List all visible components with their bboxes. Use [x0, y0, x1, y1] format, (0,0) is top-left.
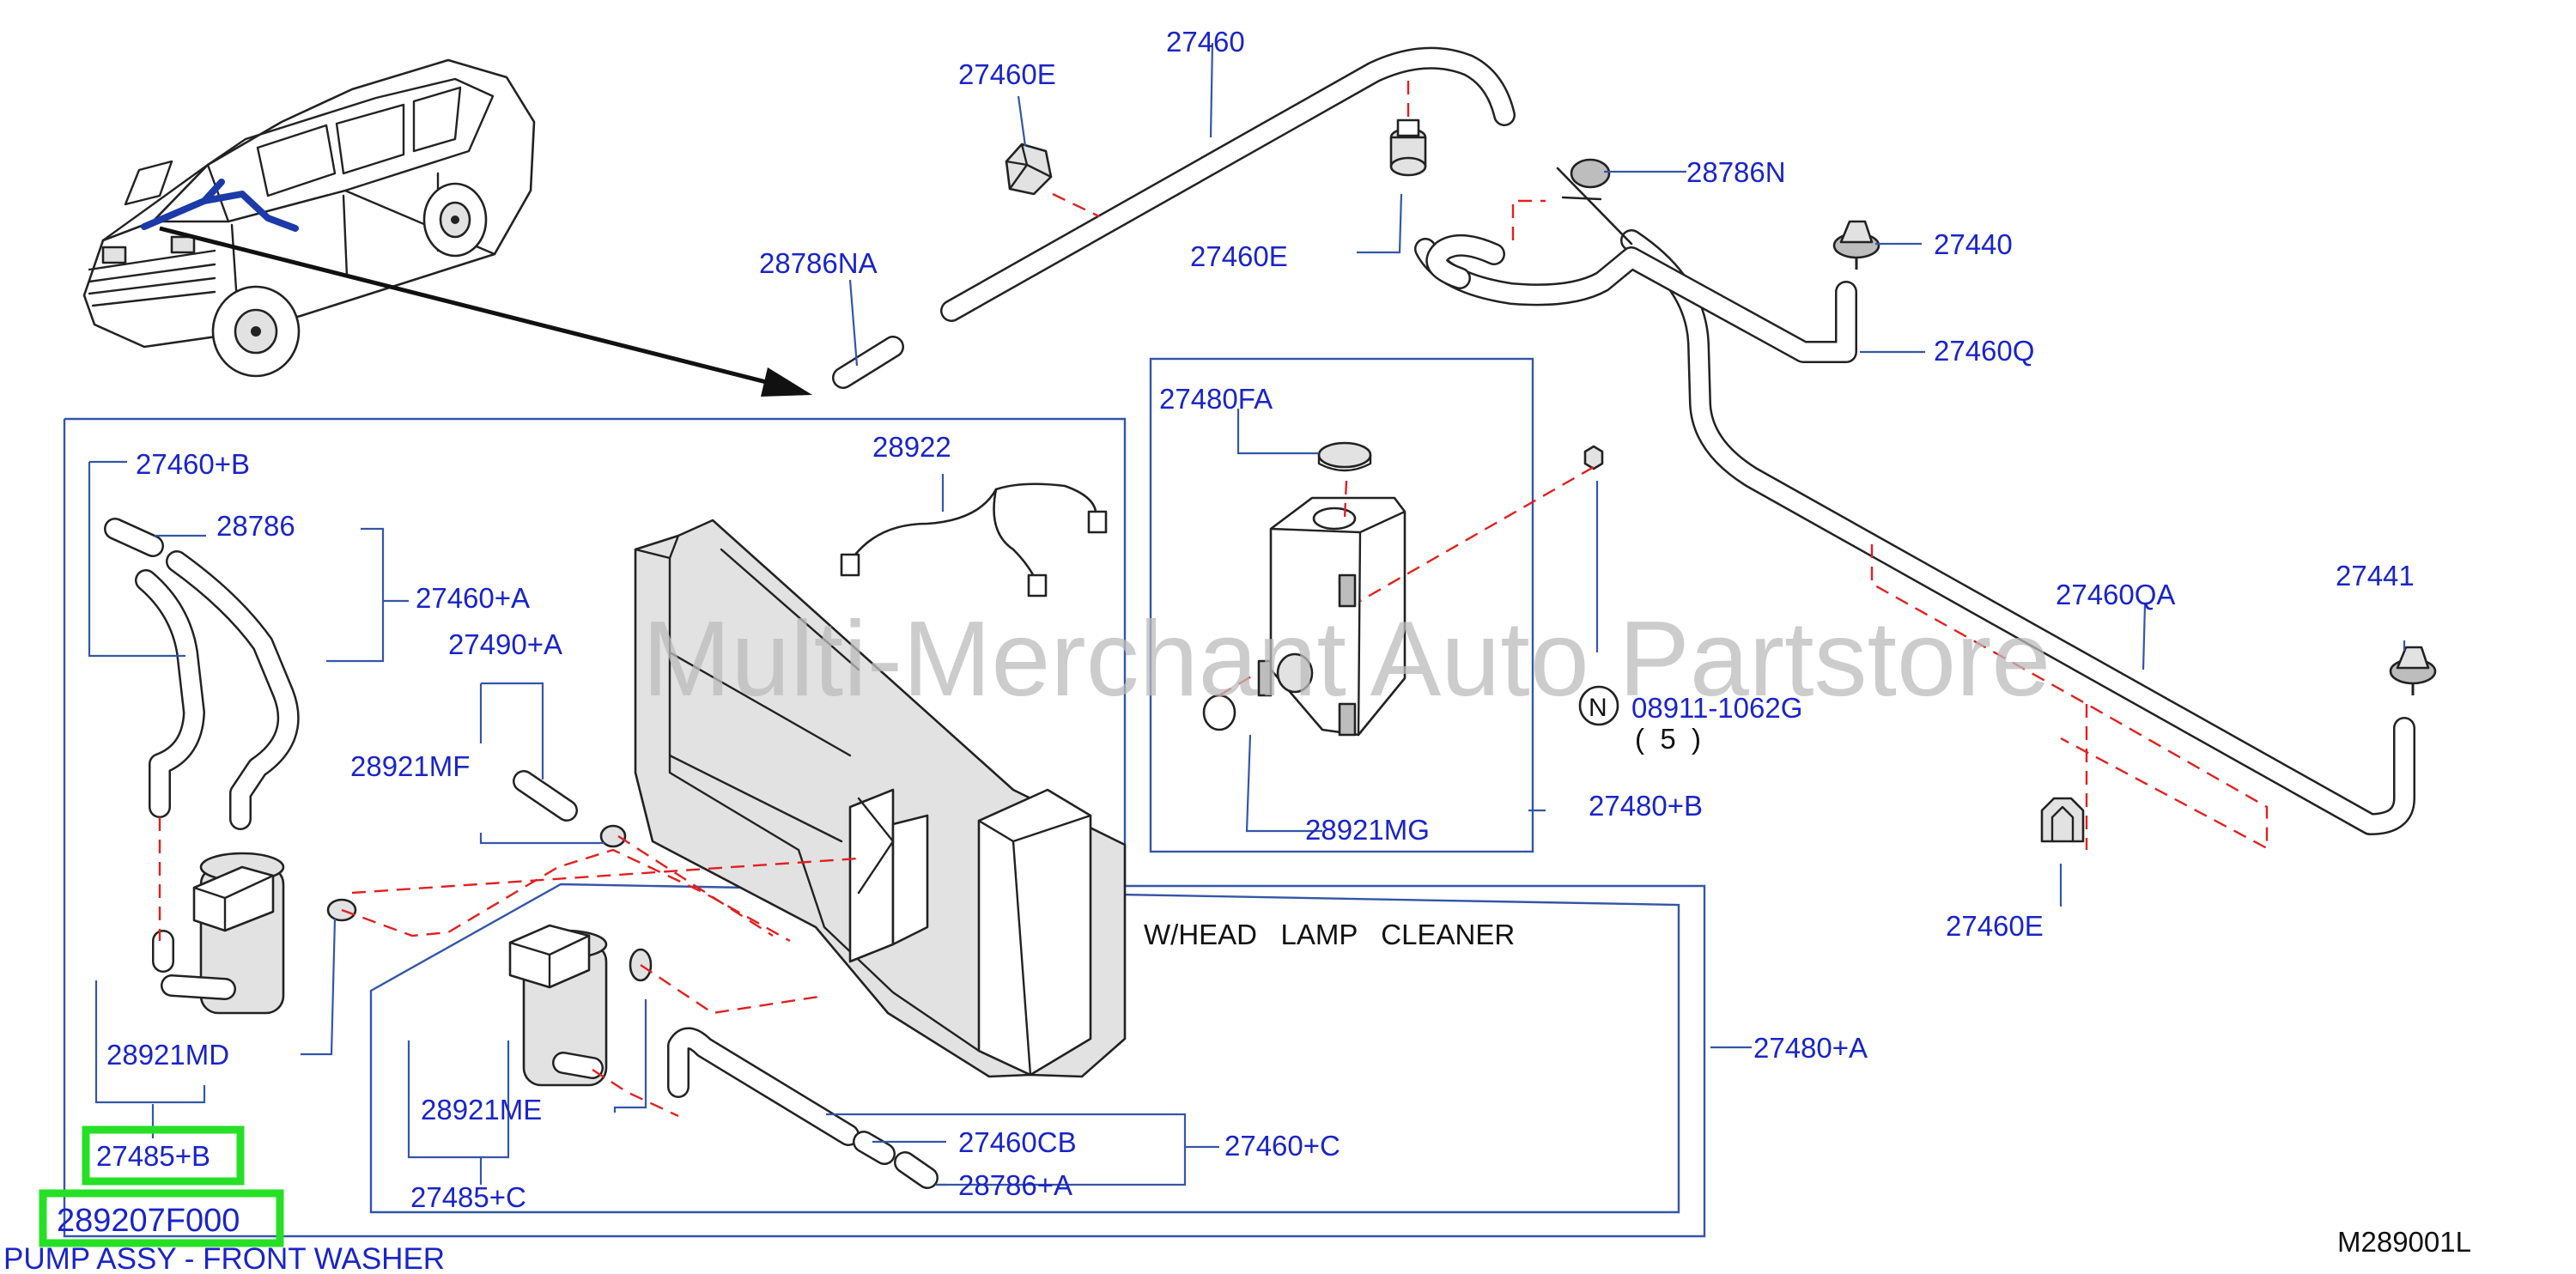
- callout-27441[interactable]: 27441: [2336, 560, 2415, 592]
- callouts: 27460 27460E 28786NA 27460E 28786N 27440…: [106, 26, 2471, 1258]
- upper-hoses: [832, 46, 2415, 835]
- callout-27485b[interactable]: 27485+B: [96, 1140, 210, 1172]
- n-symbol-circle: [1578, 685, 1619, 726]
- callout-27480fa[interactable]: 27480FA: [1159, 383, 1273, 415]
- callout-28921mg[interactable]: 28921MG: [1305, 814, 1430, 846]
- bolt-callout[interactable]: N 08911-1062G ( 5 ): [1578, 685, 1802, 755]
- callout-27490a[interactable]: 27490+A: [448, 628, 562, 660]
- bolt-part-number[interactable]: 08911-1062G: [1631, 692, 1802, 724]
- callout-28921mf[interactable]: 28921MF: [350, 750, 470, 782]
- callout-27460-top[interactable]: 27460: [1166, 26, 1245, 58]
- callout-27460b[interactable]: 27460+B: [136, 448, 250, 480]
- callout-27460a[interactable]: 27460+A: [416, 582, 530, 614]
- headlamp-cleaner-title: W/HEAD LAMP CLEANER: [1144, 919, 1515, 950]
- main-frame: [63, 417, 1706, 1238]
- callout-28786a[interactable]: 28786+A: [958, 1169, 1072, 1201]
- reservoir-inset: [1202, 441, 1604, 737]
- callout-27480b[interactable]: 27480+B: [1589, 790, 1703, 822]
- pump-front-washer: [152, 852, 357, 1015]
- callout-27460qa[interactable]: 27460QA: [2056, 579, 2175, 610]
- callout-28921me[interactable]: 28921ME: [421, 1094, 542, 1125]
- callout-27480a[interactable]: 27480+A: [1753, 1032, 1868, 1064]
- reservoir-inset-frame: [1149, 357, 1534, 853]
- highlighted-part-description: PUMP ASSY - FRONT WASHER: [3, 1242, 445, 1274]
- callout-27440[interactable]: 27440: [1934, 228, 2013, 260]
- watermark: Multi-Merchant Auto Partstore: [642, 600, 2050, 719]
- highlight-group: 27485+B 289207F000 PUMP ASSY - FRONT WAS…: [3, 1125, 445, 1274]
- vehicle-illustration: [82, 58, 536, 378]
- vehicle-body: [82, 58, 536, 349]
- washer-tank: [634, 519, 1127, 1078]
- highlight-box-part-number: [39, 1189, 284, 1247]
- callout-27460cb[interactable]: 27460CB: [958, 1126, 1077, 1158]
- left-hoses: [104, 518, 300, 830]
- assembly-lines: [158, 72, 2269, 1118]
- clips: [1005, 118, 2437, 843]
- callout-28786[interactable]: 28786: [216, 510, 295, 542]
- connector-28786n: [1570, 158, 1611, 189]
- callout-27460e-mid[interactable]: 27460E: [1190, 240, 1288, 272]
- small-parts: [513, 770, 627, 848]
- callout-28786na[interactable]: 28786NA: [759, 247, 878, 279]
- callout-27460e-low[interactable]: 27460E: [1946, 910, 2044, 942]
- diagram-code: M289001L: [2337, 1226, 2471, 1258]
- highlight-box-callout: [82, 1125, 245, 1186]
- callout-27460q[interactable]: 27460Q: [1934, 335, 2034, 367]
- washer-hose-highlight: [141, 191, 299, 232]
- pointer-arrow: [159, 226, 812, 397]
- wiring-harness: [840, 482, 1108, 598]
- headlamp-hoses: [667, 1027, 939, 1189]
- bolt-symbol: N: [1589, 694, 1607, 722]
- callout-28921md[interactable]: 28921MD: [106, 1039, 229, 1071]
- callout-27485c[interactable]: 27485+C: [410, 1181, 526, 1213]
- bolt-quantity: ( 5 ): [1635, 723, 1701, 755]
- headlamp-cleaner-frame: [369, 883, 1680, 1214]
- callout-27460c[interactable]: 27460+C: [1224, 1130, 1340, 1162]
- pump-headlamp-washer: [508, 924, 653, 1087]
- reservoir-cap: [1317, 441, 1372, 469]
- callout-27460e-top[interactable]: 27460E: [958, 58, 1056, 90]
- highlighted-part-number[interactable]: 289207F000: [57, 1203, 240, 1239]
- leader-lines: [88, 42, 2406, 1186]
- frames: [63, 357, 1706, 1238]
- callout-28922[interactable]: 28922: [872, 431, 951, 463]
- callout-28786n[interactable]: 28786N: [1686, 156, 1786, 188]
